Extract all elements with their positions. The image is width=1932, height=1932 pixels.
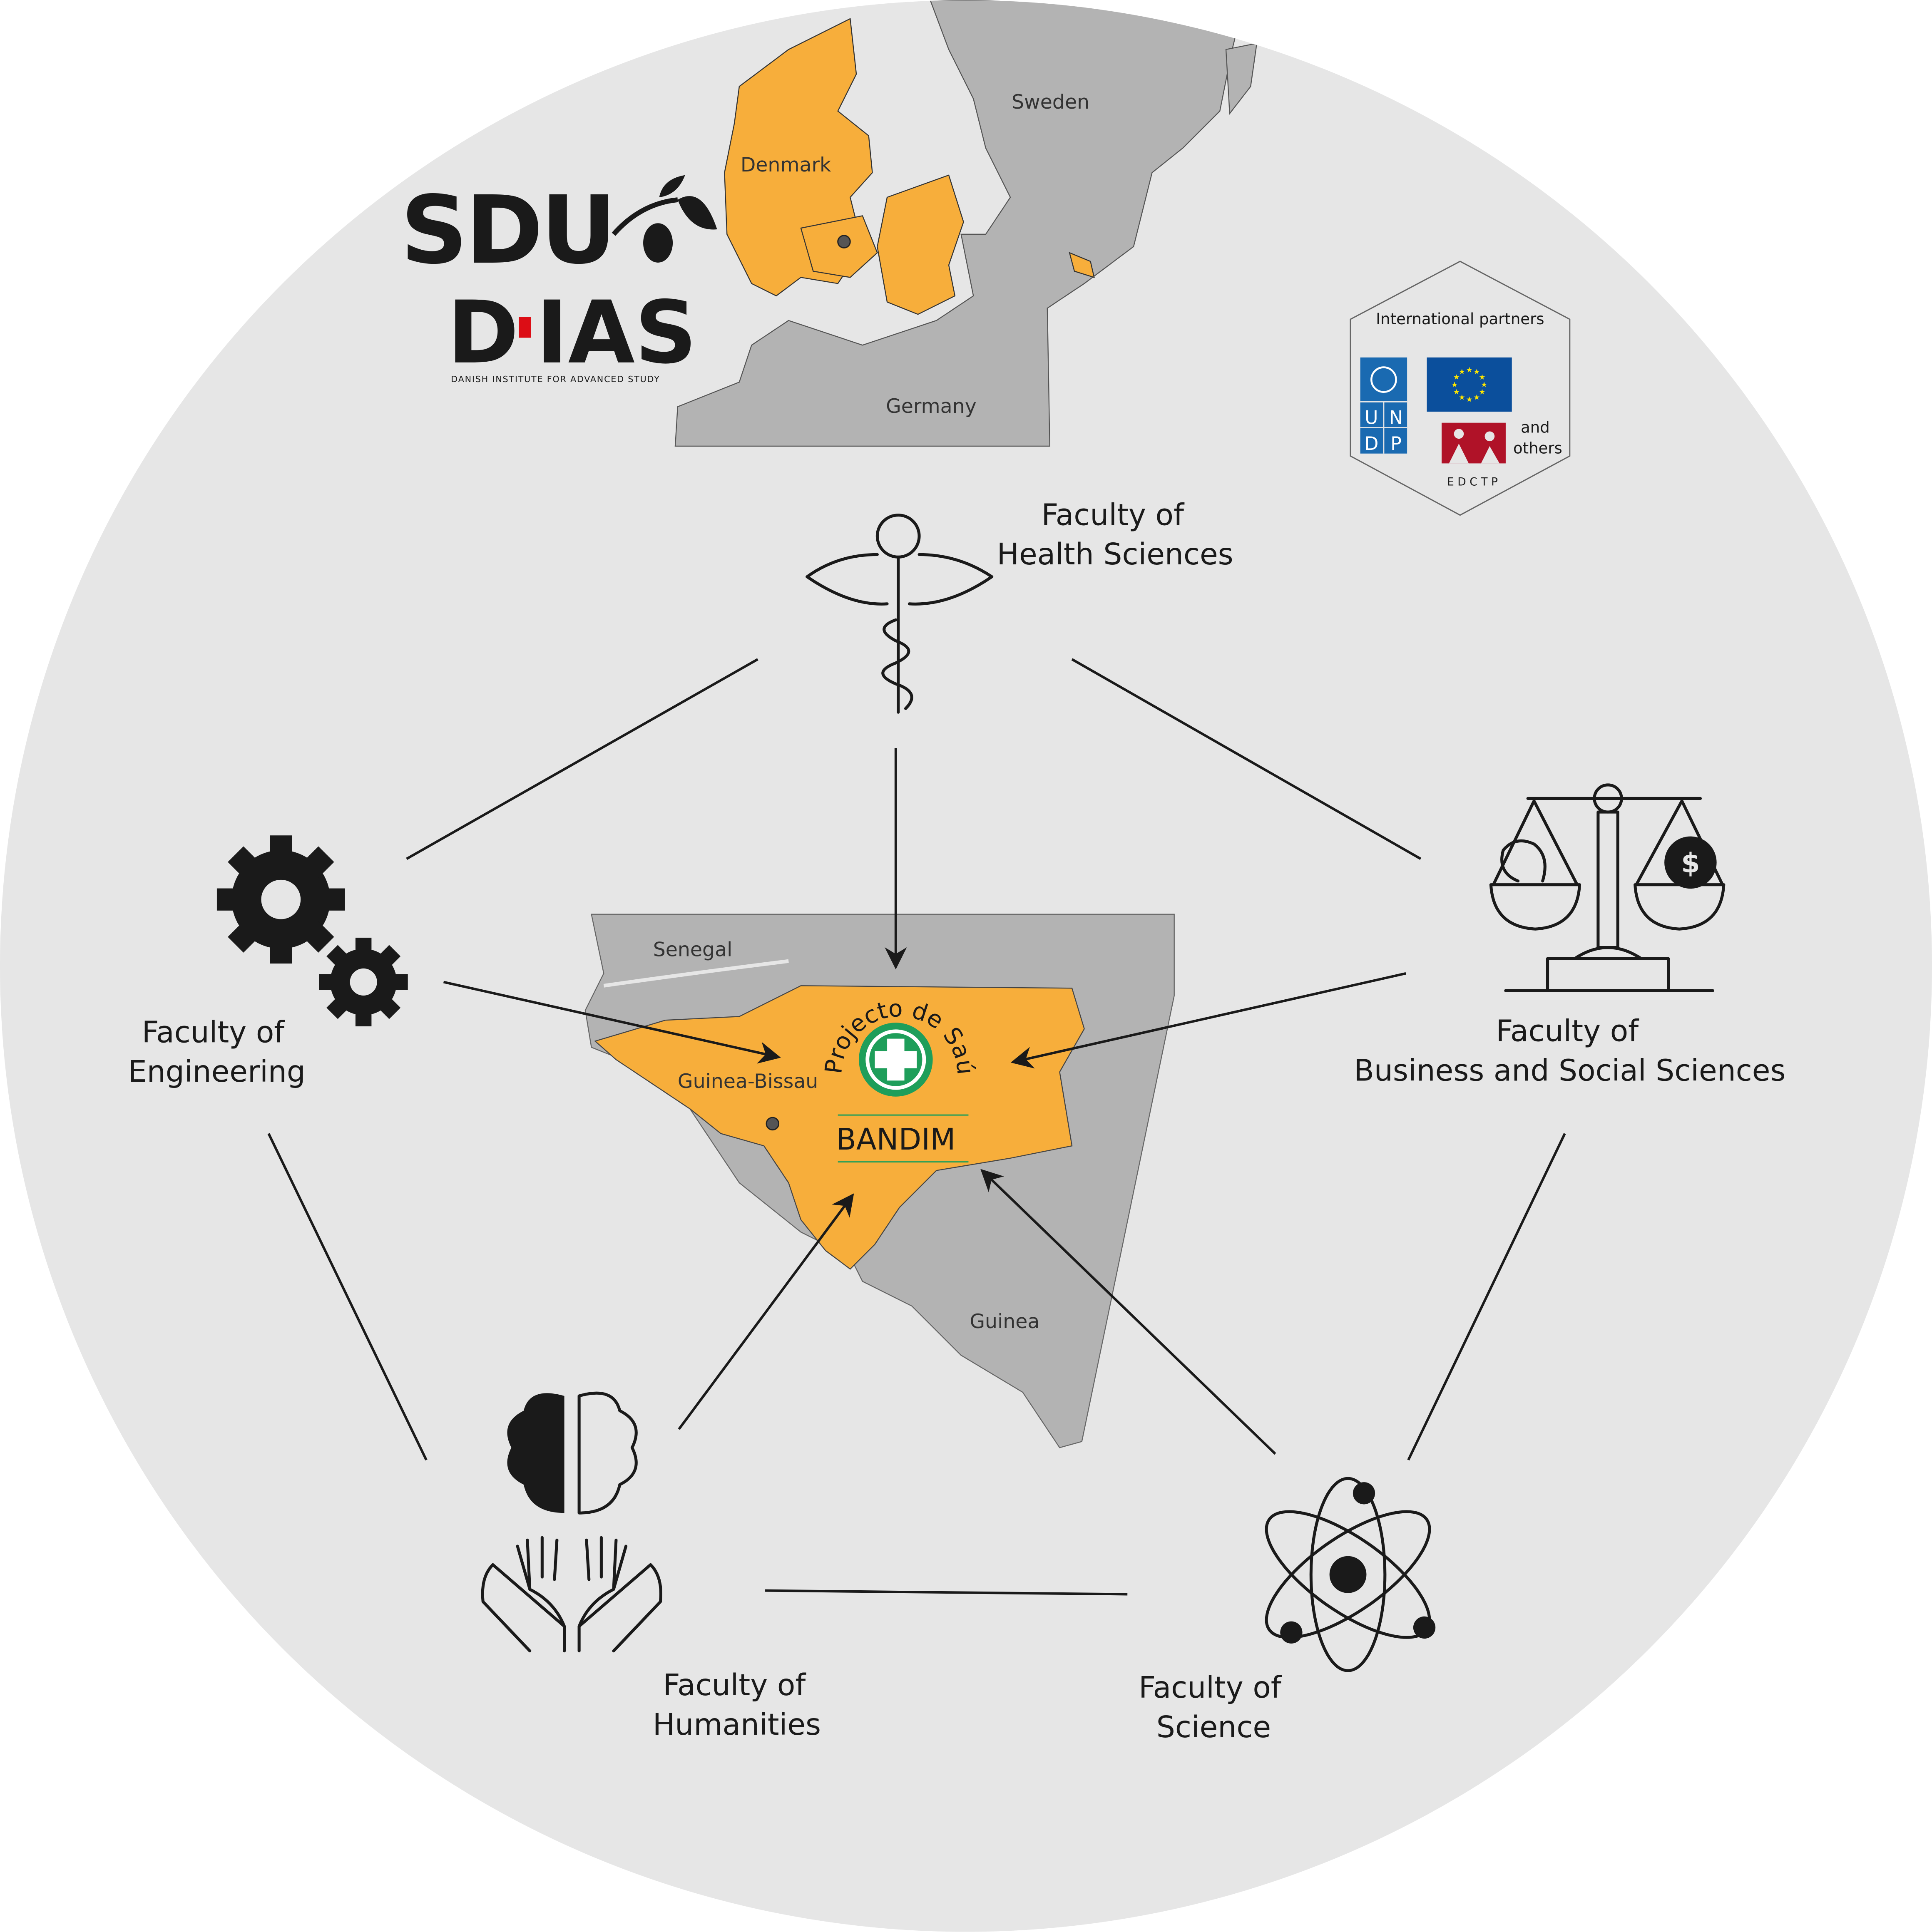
- gears-icon: [216, 835, 408, 1027]
- svg-text:N: N: [1389, 407, 1403, 429]
- edctp-logo: E D C T P: [1441, 422, 1506, 489]
- senegal-label: Senegal: [653, 938, 733, 961]
- sdu-dias-logo: SDU D IAS DANISH INSTITUTE FOR ADVANCED …: [400, 175, 717, 384]
- eu-star-icon: ★: [1473, 368, 1480, 376]
- gear-tooth: [355, 937, 372, 954]
- arrow-science-to-bandim: [980, 1169, 1276, 1455]
- eu-star-icon: ★: [1473, 394, 1480, 402]
- eu-star-icon: ★: [1466, 395, 1473, 404]
- eu-star-icon: ★: [1453, 373, 1460, 382]
- health-label-line2: Health Sciences: [997, 537, 1233, 571]
- engineering-label-line2: Engineering: [128, 1054, 306, 1089]
- business-label-line2: Business and Social Sciences: [1354, 1053, 1785, 1088]
- faculty-engineering: Faculty of Engineering: [128, 835, 408, 1089]
- gear-tooth: [216, 888, 239, 911]
- eu-star-icon: ★: [1481, 381, 1487, 389]
- bissau-location-dot: [766, 1117, 780, 1131]
- guinea-label: Guinea: [970, 1310, 1039, 1333]
- eu-star-icon: ★: [1451, 381, 1458, 389]
- medical-cross-icon: [875, 1038, 917, 1081]
- scales-icon: [1489, 783, 1726, 992]
- line-engineering-humanities: [267, 1133, 428, 1461]
- arrow-engineering-to-bandim: [443, 981, 781, 1064]
- arrow-business-to-bandim: [1010, 972, 1406, 1069]
- caduceus-icon: [806, 514, 994, 714]
- health-label-line1: Faculty of: [1041, 497, 1185, 532]
- eu-star-icon: ★: [1479, 388, 1485, 397]
- guinea-bissau-label: Guinea-Bissau: [678, 1070, 818, 1093]
- eu-star-icon: ★: [1453, 388, 1460, 397]
- arrows: [443, 748, 1406, 1455]
- bandim-label: BANDIM: [836, 1122, 955, 1157]
- bornholm: [1069, 252, 1095, 278]
- faculty-health-sciences: Faculty of Health Sciences: [806, 497, 1233, 714]
- gear-tooth: [228, 846, 259, 878]
- germany-label: Germany: [886, 395, 977, 418]
- gear-tooth: [323, 888, 345, 911]
- brain-hands-icon: [481, 1391, 662, 1653]
- denmark-map: Denmark Sweden Germany: [674, 0, 1258, 447]
- faculty-science: Faculty of Science: [1139, 1477, 1436, 1744]
- gear-tooth: [270, 835, 292, 858]
- dollar-sign-icon: $: [1681, 848, 1700, 879]
- denmark-zealand: [877, 174, 964, 315]
- gear-tooth: [319, 974, 336, 990]
- line-business-science: [1407, 1133, 1566, 1461]
- dias-red-dot: [519, 317, 531, 338]
- eu-star-icon: ★: [1459, 368, 1465, 376]
- dias-subtitle: DANISH INSTITUTE FOR ADVANCED STUDY: [451, 374, 660, 384]
- edctp-text: E D C T P: [1447, 476, 1498, 489]
- gear-tooth: [355, 1010, 372, 1027]
- partners-title: International partners: [1376, 310, 1544, 328]
- engineering-label-line1: Faculty of: [142, 1015, 286, 1050]
- svg-text:P: P: [1390, 433, 1402, 454]
- eu-flag-logo: ★★★★★★★★★★★★: [1427, 357, 1512, 412]
- science-label-line2: Science: [1156, 1710, 1271, 1744]
- gear-tooth: [392, 974, 408, 990]
- dias-ias: IAS: [536, 283, 697, 383]
- sweden-germany-land: [674, 0, 1245, 447]
- eu-star-icon: ★: [1459, 394, 1465, 402]
- line-humanities-science: [765, 1589, 1128, 1596]
- un-emblem-icon: [1370, 366, 1397, 393]
- line-health-business: [1071, 658, 1422, 860]
- undp-logo: U N D P: [1360, 357, 1407, 454]
- business-label-line1: Faculty of: [1496, 1014, 1640, 1048]
- svg-text:D: D: [1364, 433, 1378, 454]
- gear-tooth: [228, 921, 259, 953]
- international-partners-box: International partners U N D P ★★★★★★★★★…: [1350, 261, 1571, 516]
- eu-star-icon: ★: [1466, 366, 1473, 374]
- guinea-bissau-land: [594, 985, 1085, 1270]
- science-label-line1: Faculty of: [1139, 1670, 1282, 1705]
- and-others-line1: and: [1521, 418, 1550, 436]
- humanities-label-line2: Humanities: [653, 1707, 821, 1742]
- gambia-river: [603, 959, 789, 988]
- faculty-humanities: Faculty of Humanities: [481, 1391, 821, 1742]
- odense-location-dot: [837, 235, 851, 248]
- apple-branch-icon: [612, 175, 717, 263]
- svg-text:U: U: [1365, 407, 1378, 429]
- connection-lines: [267, 658, 1566, 1596]
- sdu-wordmark: SDU: [400, 176, 614, 285]
- line-health-engineering: [406, 658, 758, 860]
- dias-d: D: [447, 283, 519, 383]
- faculty-business-social-sciences: $ Faculty of Business and Social Science…: [1354, 783, 1785, 1088]
- and-others-line2: others: [1513, 440, 1562, 457]
- eu-star-icon: ★: [1479, 373, 1485, 382]
- sweden-label: Sweden: [1012, 91, 1089, 114]
- arrow-humanities-to-bandim: [678, 1193, 854, 1430]
- denmark-label: Denmark: [741, 154, 831, 176]
- atom-icon: [1265, 1477, 1436, 1672]
- gear-tooth: [270, 941, 292, 964]
- denmark-funen: [800, 215, 878, 278]
- humanities-label-line1: Faculty of: [663, 1668, 807, 1702]
